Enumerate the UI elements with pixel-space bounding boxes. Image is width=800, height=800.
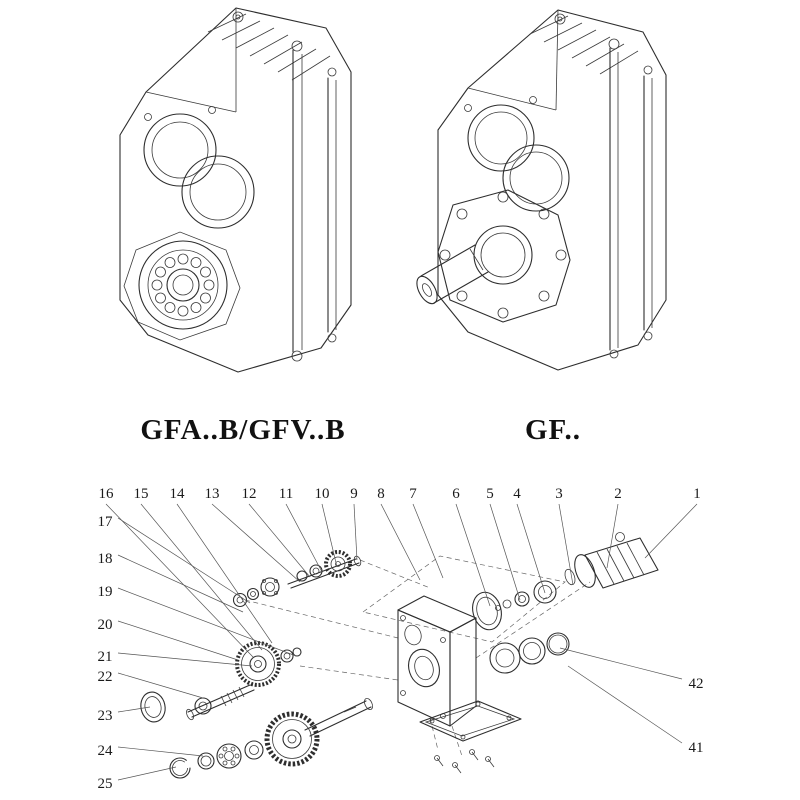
caption-gfab-gfvb: GFA..B/GFV..B (140, 414, 346, 446)
exploded-parts-diagram: 16 15 14 13 12 11 10 9 8 7 6 5 4 3 2 1 1… (98, 486, 704, 792)
part-label-24: 24 (98, 743, 114, 759)
gearbox-drawing-gfab-gfvb (119, 7, 352, 373)
gear-housing (397, 595, 477, 727)
part-label-16: 16 (99, 486, 115, 502)
output-bearing (123, 231, 241, 341)
housing-outline (119, 7, 352, 373)
housing-outline (437, 9, 667, 371)
part-label-21: 21 (98, 649, 113, 665)
pinion-shaft (186, 684, 255, 721)
part-label-15: 15 (134, 486, 149, 502)
part-label-1: 1 (693, 486, 701, 502)
gear-bores (143, 106, 255, 229)
leader-lines (105, 503, 698, 781)
cooling-ribs (529, 15, 639, 75)
part-label-12: 12 (242, 486, 257, 502)
part-label-19: 19 (98, 584, 113, 600)
output-seal-rings (489, 632, 570, 674)
cooling-ribs (207, 13, 331, 81)
part-label-11: 11 (279, 486, 293, 502)
part-label-41: 41 (689, 740, 704, 756)
part-label-18: 18 (98, 551, 113, 567)
input-shaft-parts (495, 580, 557, 611)
part-number-labels-left: 17 18 19 20 21 22 23 24 25 (98, 514, 114, 792)
part-label-10: 10 (315, 486, 330, 502)
gear-bores (464, 96, 570, 212)
intermediate-shaft-assembly (232, 550, 362, 608)
part-label-23: 23 (98, 708, 113, 724)
output-shaft-gear-assembly (169, 697, 373, 779)
part-label-42: 42 (689, 676, 704, 692)
output-flange (437, 189, 571, 323)
gearbox-figure-gf (398, 0, 708, 408)
part-label-13: 13 (205, 486, 220, 502)
side-rails (291, 40, 337, 362)
second-stage-gear-set (235, 641, 302, 687)
part-label-22: 22 (98, 669, 113, 685)
gearbox-drawing-gf (416, 9, 667, 371)
part-label-25: 25 (98, 776, 113, 792)
caption-gf: GF.. (524, 414, 582, 446)
part-label-2: 2 (614, 486, 622, 502)
part-number-labels-right: 42 41 (689, 676, 704, 756)
part-label-3: 3 (555, 486, 563, 502)
part-label-9: 9 (350, 486, 358, 502)
part-label-20: 20 (98, 617, 113, 633)
input-motor-adapter (564, 532, 659, 589)
part-label-7: 7 (409, 486, 417, 502)
part-label-5: 5 (486, 486, 494, 502)
output-shaft (416, 244, 489, 305)
part-label-14: 14 (170, 486, 186, 502)
cover-seal (140, 691, 166, 723)
part-label-17: 17 (98, 514, 114, 530)
part-label-6: 6 (452, 486, 460, 502)
side-rails (608, 38, 653, 359)
part-label-8: 8 (377, 486, 385, 502)
projection-dashed-lines (244, 555, 591, 757)
gearbox-figure-gfab-gfvb (88, 0, 398, 408)
part-label-4: 4 (513, 486, 521, 502)
housing-gasket (472, 591, 502, 631)
bottom-cover-plate (419, 700, 522, 774)
part-number-labels-top: 16 15 14 13 12 11 10 9 8 7 6 5 4 3 2 1 (99, 486, 701, 502)
